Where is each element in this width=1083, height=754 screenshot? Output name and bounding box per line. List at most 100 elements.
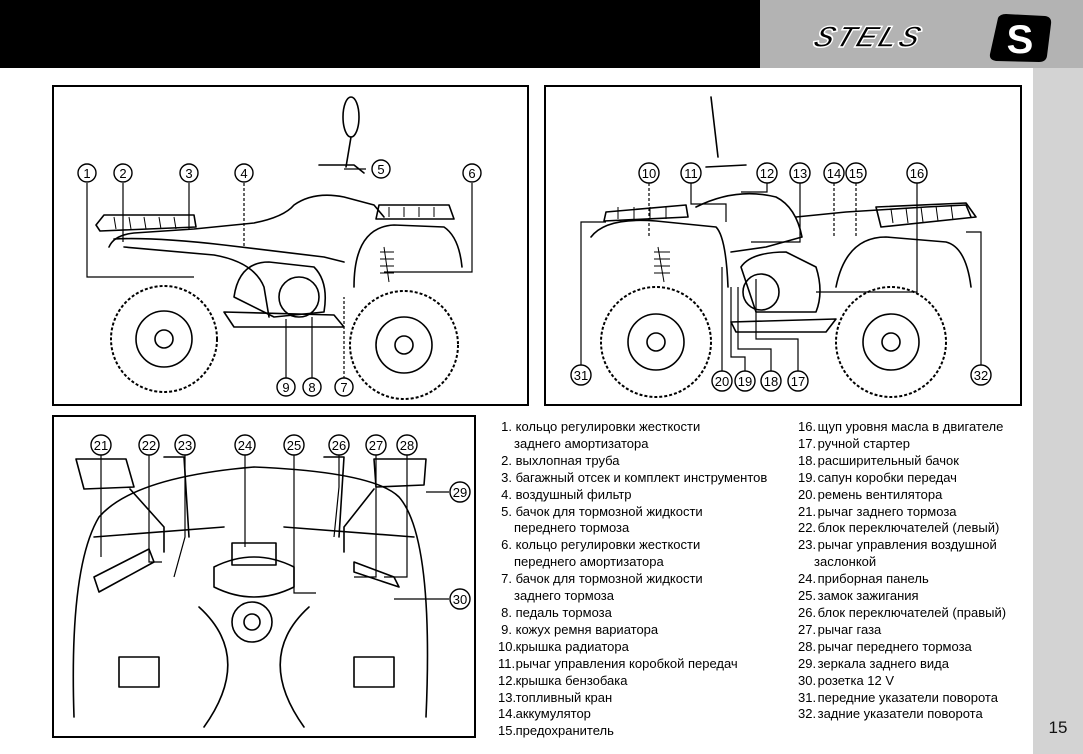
callout-16: 16 bbox=[906, 162, 928, 184]
legend-item-number: 12. bbox=[498, 672, 517, 688]
legend-item: 21. рычаг заднего тормоза bbox=[798, 504, 1006, 521]
legend-item-text: крышка радиатора bbox=[512, 638, 629, 654]
brand-emblem-icon: S bbox=[989, 14, 1052, 62]
legend-item: 16. щуп уровня масла в двигателе bbox=[798, 419, 1006, 436]
legend-item: 17. ручной стартер bbox=[798, 436, 1006, 453]
svg-text:29: 29 bbox=[453, 485, 467, 500]
callout-19: 19 bbox=[734, 370, 756, 392]
svg-text:22: 22 bbox=[142, 438, 156, 453]
legend-item-text: блок переключателей (левый) bbox=[814, 520, 1000, 536]
callout-15: 15 bbox=[845, 162, 867, 184]
svg-text:S: S bbox=[1007, 18, 1034, 62]
svg-text:10: 10 bbox=[642, 166, 656, 181]
legend-item-number: 15. bbox=[498, 723, 517, 739]
legend-item: 10. крышка радиатора bbox=[498, 639, 767, 656]
legend-item-text: кольцо регулировки жесткости bbox=[512, 419, 701, 434]
legend-item: 32. задние указатели поворота bbox=[798, 706, 1006, 723]
atv-cockpit-outline bbox=[72, 456, 429, 728]
svg-text:14: 14 bbox=[827, 166, 841, 181]
svg-text:19: 19 bbox=[738, 374, 752, 389]
callout-9: 9 bbox=[276, 377, 296, 397]
callout-26: 26 bbox=[328, 434, 350, 456]
svg-text:11: 11 bbox=[684, 166, 698, 181]
wheels bbox=[600, 286, 947, 398]
legend-item-number: 18. bbox=[798, 452, 817, 468]
legend-item-continuation: заднего тормоза bbox=[514, 588, 614, 604]
legend-item: 2. выхлопная труба bbox=[498, 453, 767, 470]
legend-item-text: розетка 12 V bbox=[814, 672, 895, 688]
legend-item-number: 27. bbox=[798, 621, 817, 637]
legend-item: 23. рычаг управления воздушной bbox=[798, 537, 1006, 554]
legend-item-number: 25. bbox=[798, 588, 817, 604]
svg-text:17: 17 bbox=[791, 374, 805, 389]
legend-item-text: рычаг заднего тормоза bbox=[814, 503, 957, 519]
callout-8: 8 bbox=[302, 377, 322, 397]
callout-22: 22 bbox=[138, 434, 160, 456]
callout-5: 5 bbox=[371, 159, 391, 179]
svg-text:18: 18 bbox=[764, 374, 778, 389]
legend-item-text: бачок для тормозной жидкости bbox=[512, 571, 703, 587]
legend-item: 6. кольцо регулировки жесткости bbox=[498, 537, 767, 554]
callout-23: 23 bbox=[174, 434, 196, 456]
legend-item-text: топливный кран bbox=[512, 689, 613, 705]
callout-12: 12 bbox=[756, 162, 778, 184]
legend-item-text: рычаг управления коробкой передач bbox=[512, 655, 738, 671]
legend-item-text: сапун коробки передач bbox=[814, 469, 957, 485]
legend-item: 26. блок переключателей (правый) bbox=[798, 605, 1006, 622]
svg-text:23: 23 bbox=[178, 438, 192, 453]
callout-2: 2 bbox=[113, 163, 133, 183]
page-sidebar bbox=[1033, 68, 1083, 754]
legend-item-number: 7. bbox=[501, 571, 512, 587]
svg-text:8: 8 bbox=[308, 380, 315, 395]
legend-item-number: 24. bbox=[798, 571, 817, 587]
legend-item-text: зеркала заднего вида bbox=[814, 655, 949, 671]
legend-item-number: 5. bbox=[501, 503, 512, 519]
callout-29: 29 bbox=[449, 481, 471, 503]
legend-item: 8. педаль тормоза bbox=[498, 605, 767, 622]
leader-lines bbox=[100, 455, 449, 600]
svg-text:12: 12 bbox=[760, 166, 774, 181]
brand-wordmark: STELS bbox=[808, 19, 929, 54]
svg-text:24: 24 bbox=[238, 438, 252, 453]
page-number: 15 bbox=[1048, 718, 1068, 737]
svg-text:30: 30 bbox=[453, 592, 467, 607]
legend-item-text: выхлопная труба bbox=[512, 452, 620, 468]
callout-13: 13 bbox=[789, 162, 811, 184]
svg-text:13: 13 bbox=[793, 166, 807, 181]
legend-item-number: 4. bbox=[501, 486, 512, 502]
legend-item: 30. розетка 12 V bbox=[798, 673, 1006, 690]
svg-text:20: 20 bbox=[715, 374, 729, 389]
legend-item-number: 23. bbox=[798, 537, 817, 553]
legend-item: 4. воздушный фильтр bbox=[498, 487, 767, 504]
legend-item: 9. кожух ремня вариатора bbox=[498, 622, 767, 639]
legend-item-number: 21. bbox=[798, 503, 817, 519]
callout-11: 11 bbox=[680, 162, 702, 184]
callout-17: 17 bbox=[787, 370, 809, 392]
legend-item-text: предохранитель bbox=[512, 723, 614, 739]
header-bar bbox=[0, 0, 760, 68]
svg-text:6: 6 bbox=[468, 166, 475, 181]
legend-item-number: 22. bbox=[798, 520, 817, 536]
legend-item: 24. приборная панель bbox=[798, 571, 1006, 588]
legend-item-text: рычаг управления воздушной bbox=[814, 537, 997, 553]
legend-item-number: 32. bbox=[798, 706, 817, 722]
legend-item: 20. ремень вентилятора bbox=[798, 487, 1006, 504]
legend-item: 29. зеркала заднего вида bbox=[798, 656, 1006, 673]
legend-item: 27. рычаг газа bbox=[798, 622, 1006, 639]
legend-item-number: 13. bbox=[498, 689, 517, 705]
legend-item-text: передние указатели поворота bbox=[814, 689, 998, 705]
legend-item-text: ручной стартер bbox=[814, 435, 911, 451]
leader-lines bbox=[86, 168, 473, 379]
legend-item-number: 8. bbox=[501, 604, 512, 620]
legend-item-text: крышка бензобака bbox=[512, 672, 628, 688]
callout-1: 1 bbox=[77, 163, 97, 183]
legend-item-text: рычаг газа bbox=[814, 621, 882, 637]
svg-text:9: 9 bbox=[282, 380, 289, 395]
legend-item-text: багажный отсек и комплект инструментов bbox=[512, 469, 768, 485]
